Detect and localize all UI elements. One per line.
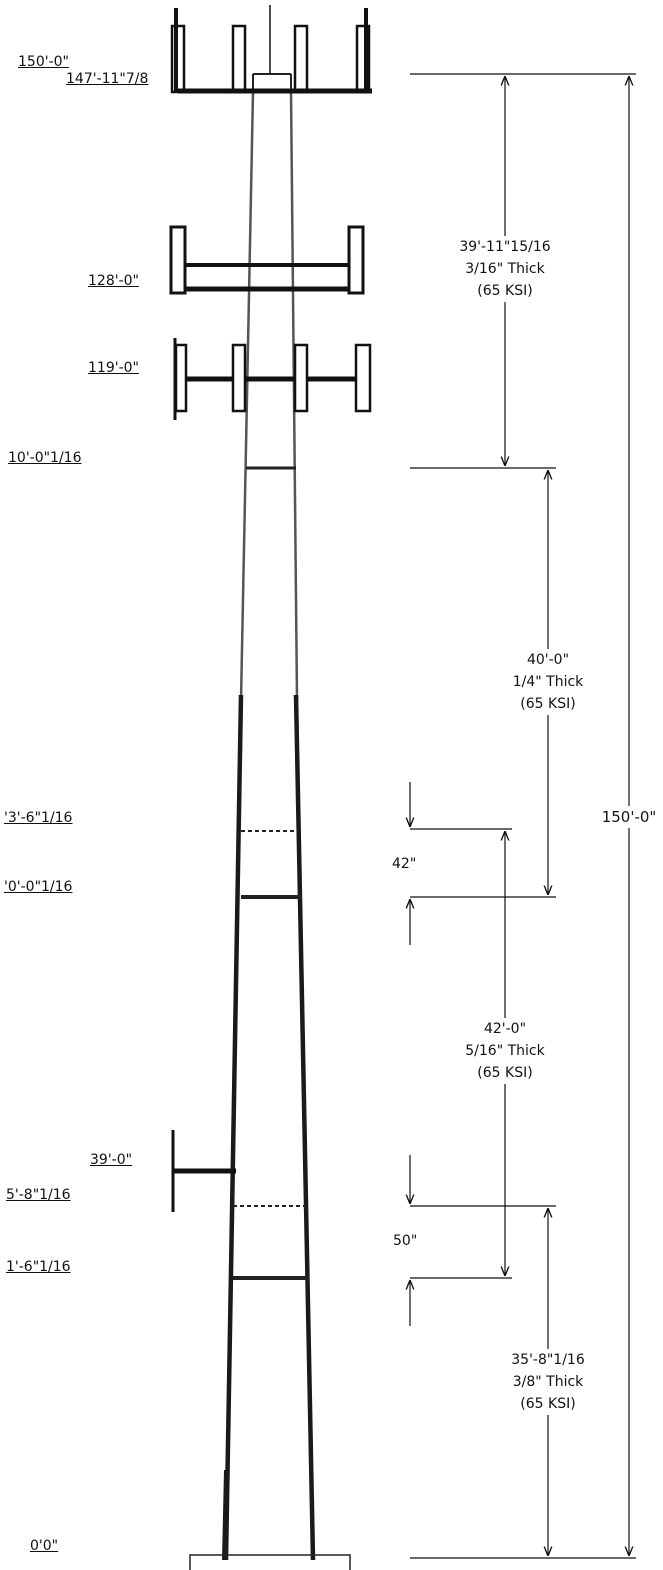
- pole-right-wall-lower: [293, 694, 316, 1561]
- elevation-label-0ft: 0'0": [30, 1538, 59, 1554]
- section-1-length: 39'-11"15/16: [459, 239, 551, 255]
- elevation-label-31ft: 1'-6"1/16: [6, 1259, 71, 1275]
- section-1-grade: (65 KSI): [477, 283, 533, 299]
- antenna-mount-119ft: [173, 338, 372, 420]
- elevation-label-70ft: '0'-0"1/16: [4, 879, 73, 895]
- base-plate: [189, 1554, 351, 1570]
- section-3-grade: (65 KSI): [477, 1065, 533, 1081]
- section-1-annotation: 39'-11"15/16 3/16" Thick (65 KSI): [457, 236, 553, 302]
- pole-left-wall-upper: [239, 91, 255, 701]
- antenna-panel: [354, 343, 372, 413]
- elevation-label-39ft: 39'-0": [90, 1152, 133, 1168]
- elevation-label-147ft: 147'-11"7/8: [66, 71, 149, 87]
- elevation-label-119ft: 119'-0": [88, 360, 139, 376]
- section-3-length: 42'-0": [483, 1021, 527, 1037]
- section-2-thickness: 1/4" Thick: [512, 674, 584, 690]
- antenna-array-150ft: [170, 5, 372, 94]
- section-2-annotation: 40'-0" 1/4" Thick (65 KSI): [510, 649, 586, 715]
- splice-length-upper: 42": [392, 856, 417, 872]
- pole-shaft: [189, 73, 351, 1570]
- antenna-panel: [231, 343, 247, 413]
- overall-height-label: 150'-0": [599, 806, 659, 828]
- elevation-label-35ft: 5'-8"1/16: [6, 1187, 71, 1203]
- antenna-panel: [347, 225, 365, 295]
- elevation-label-128ft: 128'-0": [88, 273, 139, 289]
- splice-length-lower: 50": [393, 1233, 418, 1249]
- section-4-thickness: 3/8" Thick: [512, 1374, 584, 1390]
- elevation-label-150ft: 150'-0": [18, 54, 69, 70]
- section-2-grade: (65 KSI): [520, 696, 576, 712]
- section-4-annotation: 35'-8"1/16 3/8" Thick (65 KSI): [509, 1349, 587, 1415]
- antenna-panel: [231, 24, 247, 94]
- antenna-panel: [293, 24, 309, 94]
- section-3-thickness: 5/16" Thick: [465, 1043, 545, 1059]
- section-3-annotation: 42'-0" 5/16" Thick (65 KSI): [463, 1018, 547, 1084]
- antenna-panel: [169, 225, 187, 295]
- antenna-panel: [293, 343, 309, 413]
- antenna-mount-128ft: [169, 225, 365, 295]
- pole-left-wall-lower: [223, 694, 244, 1561]
- elevation-label-73ft: '3'-6"1/16: [4, 810, 73, 826]
- section-2-length: 40'-0": [526, 652, 570, 668]
- antenna-panel: [174, 343, 188, 413]
- section-4-grade: (65 KSI): [520, 1396, 576, 1412]
- section-4-length: 35'-8"1/16: [511, 1352, 585, 1368]
- elevation-label-110ft: 10'-0"1/16: [8, 450, 82, 466]
- side-mount-39ft: [171, 1130, 236, 1212]
- section-1-thickness: 3/16" Thick: [465, 261, 545, 277]
